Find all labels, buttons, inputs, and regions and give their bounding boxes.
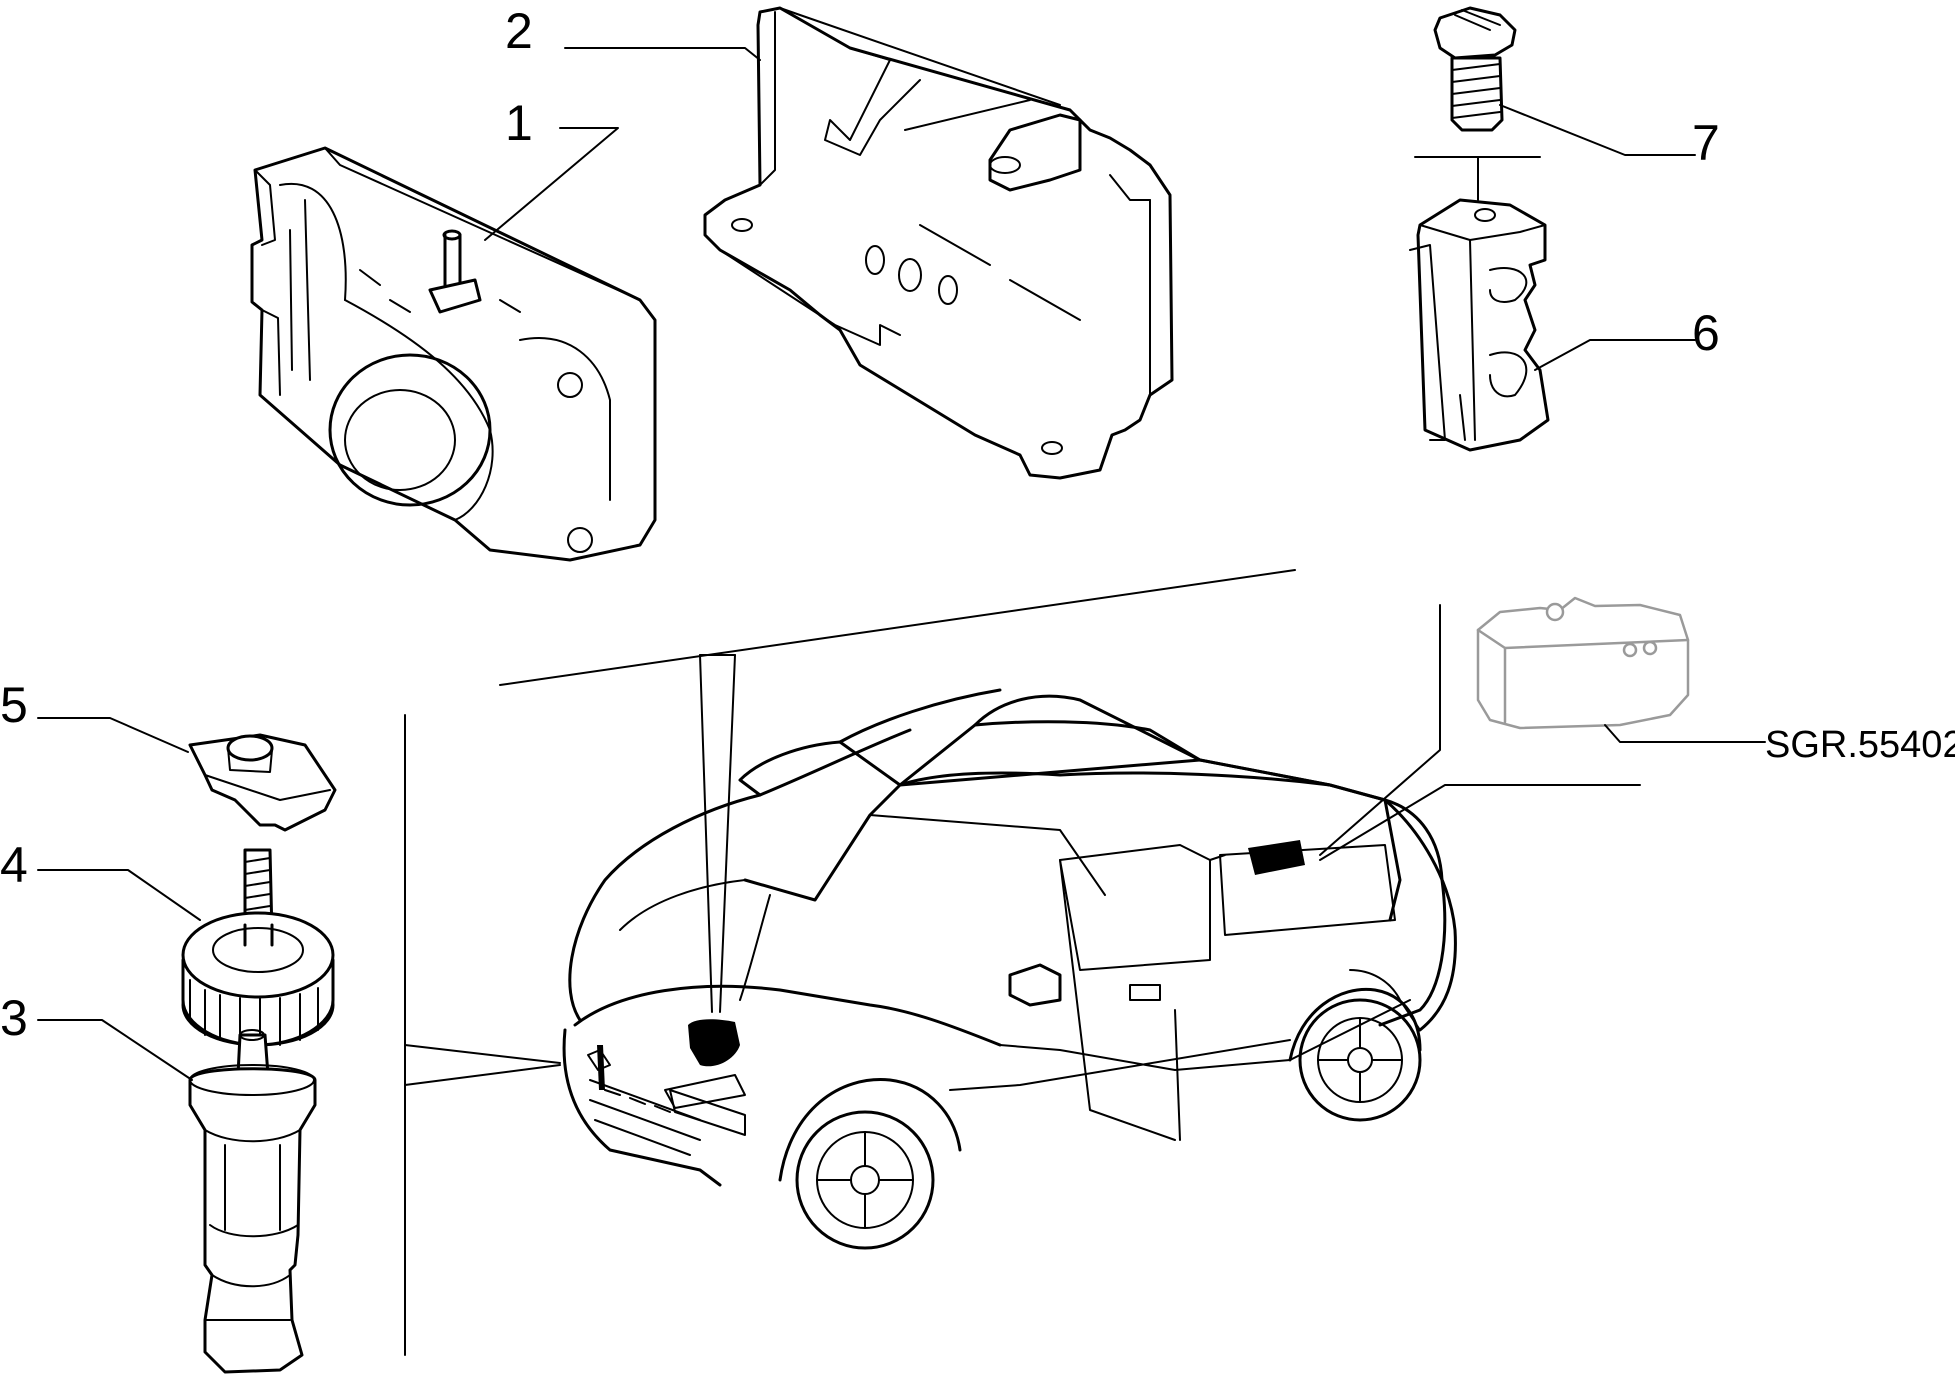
part-6-clip [1409, 198, 1550, 452]
callout-5: 5 [0, 677, 28, 733]
callout-1: 1 [505, 95, 533, 151]
part-7-screw [1433, 6, 1517, 132]
callout-2: 2 [505, 3, 533, 59]
control-module-sgr [1476, 596, 1690, 730]
part-3-actuator [188, 1029, 317, 1374]
leader-lines [37, 47, 1766, 1356]
callout-3: 3 [0, 990, 28, 1046]
part-4-adjuster-gear [181, 848, 335, 1047]
callout-4: 4 [0, 837, 28, 893]
part-2-bracket [703, 6, 1174, 480]
callout-6: 6 [1692, 305, 1720, 361]
part-5-clip-nut [188, 733, 337, 832]
car-illustration [562, 688, 1457, 1250]
reference-code: SGR.55402 [1765, 724, 1955, 766]
callout-labels: 1 2 3 4 5 6 7 SGR.55402 [0, 3, 1955, 1046]
part-1-siren-unit [250, 146, 657, 562]
callout-7: 7 [1692, 115, 1720, 171]
